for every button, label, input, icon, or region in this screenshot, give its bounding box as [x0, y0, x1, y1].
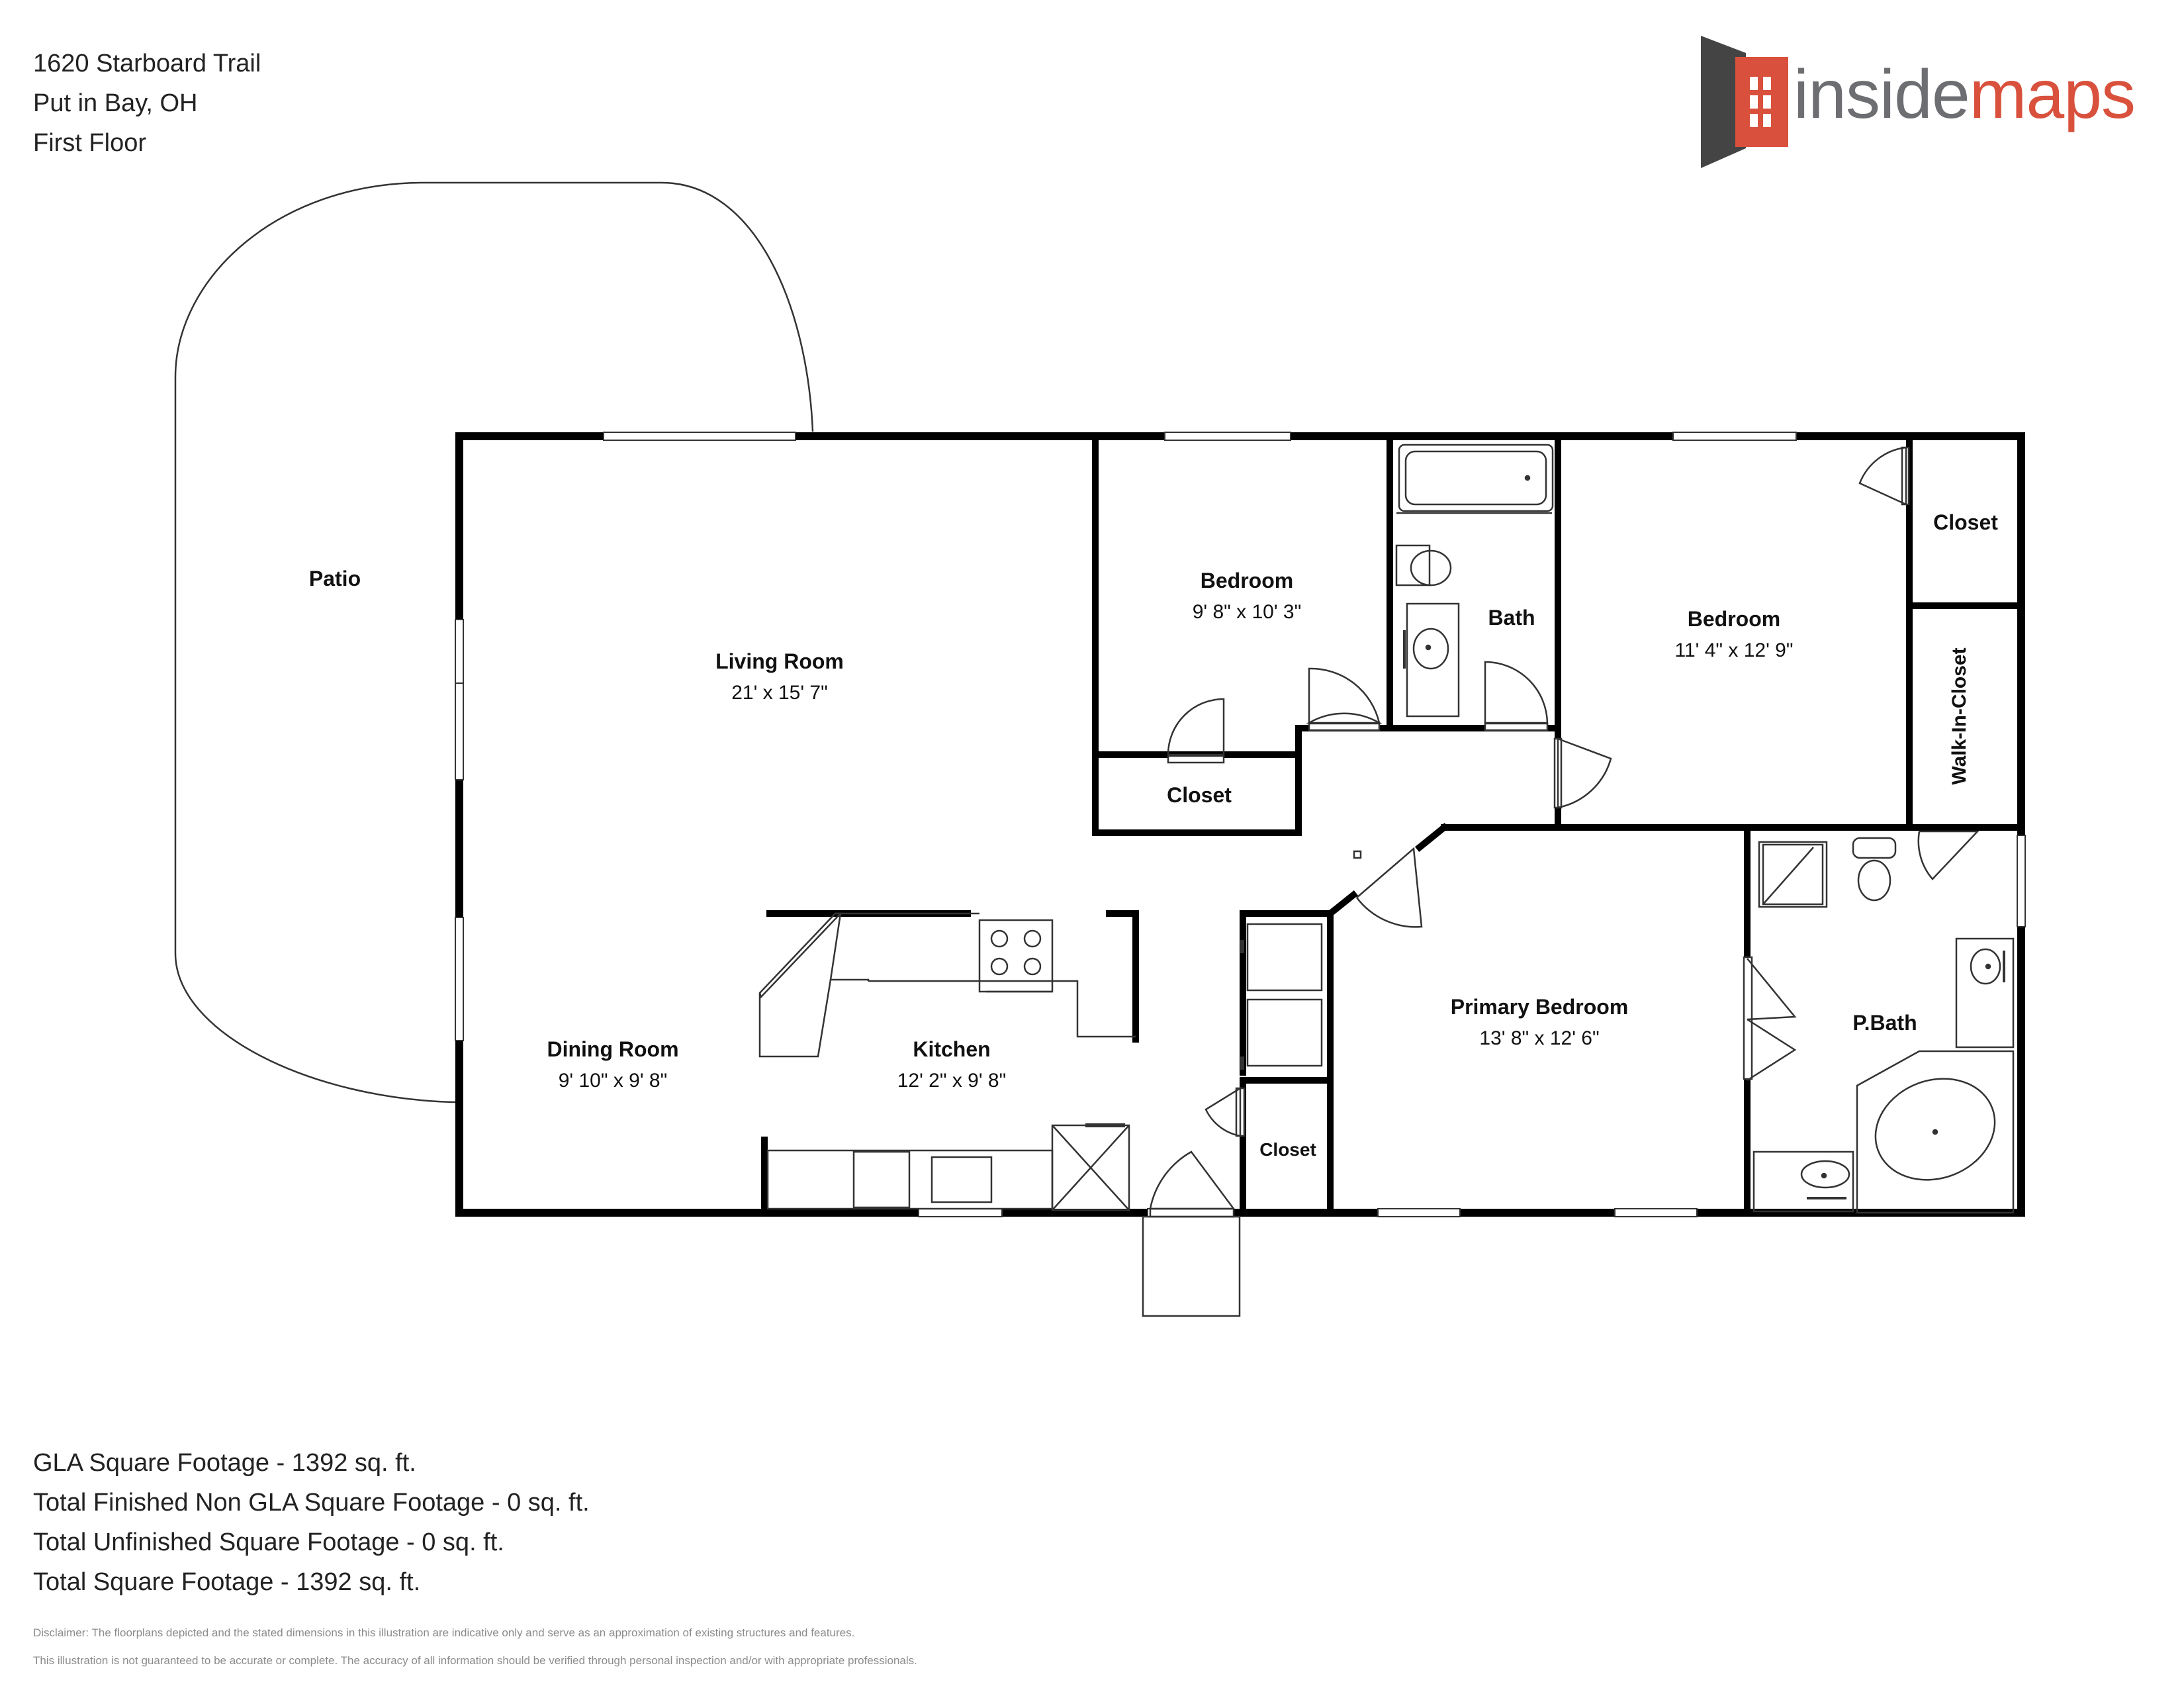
- door-icon: [1701, 36, 1788, 168]
- room-label-primary-bedroom: Primary Bedroom: [1451, 995, 1629, 1019]
- unfinished-footage: Total Unfinished Square Footage - 0 sq. …: [33, 1528, 504, 1556]
- room-label-closet-1: Closet: [1167, 783, 1232, 807]
- room-label-pbath: P.Bath: [1852, 1011, 1917, 1035]
- wall-openings: [455, 432, 2026, 1217]
- entry-stoop: [1142, 1215, 1241, 1317]
- interior-walls: [761, 433, 2025, 1216]
- room-label-walk-in-closet: Walk-In-Closet: [1948, 647, 1970, 784]
- room-label-dining-room: Dining Room: [547, 1037, 678, 1061]
- room-dims-living-room: 21' x 15' 7": [731, 682, 828, 704]
- laundry-units: [1240, 923, 1323, 1070]
- disclaimer-line-2: This illustration is not guaranteed to b…: [33, 1654, 917, 1667]
- floor-label: First Floor: [33, 129, 146, 157]
- room-dims-bedroom-2: 11' 4" x 12' 9": [1675, 639, 1794, 661]
- room-label-closet-3: Closet: [1259, 1139, 1316, 1160]
- address-line-2: Put in Bay, OH: [33, 89, 198, 117]
- gla-footage: GLA Square Footage - 1392 sq. ft.: [33, 1449, 416, 1477]
- room-label-living-room: Living Room: [715, 649, 844, 673]
- room-label-closet-2: Closet: [1933, 510, 1998, 534]
- logo-text-maps: maps: [1969, 56, 2136, 133]
- square-footage-summary: GLA Square Footage - 1392 sq. ft. Total …: [33, 1443, 590, 1602]
- room-label-kitchen: Kitchen: [913, 1037, 990, 1061]
- disclaimer-line-1: Disclaimer: The floorplans depicted and …: [33, 1626, 855, 1639]
- non-gla-footage: Total Finished Non GLA Square Footage - …: [33, 1489, 590, 1517]
- doors: [1149, 446, 1979, 1218]
- kitchen-counters: [758, 912, 1136, 1211]
- property-header: 1620 Starboard Trail Put in Bay, OH Firs…: [33, 44, 261, 163]
- room-dims-dining-room: 9' 10" x 9' 8": [559, 1070, 668, 1092]
- room-dims-kitchen: 12' 2" x 9' 8": [897, 1070, 1007, 1092]
- room-label-bedroom-1: Bedroom: [1201, 569, 1293, 592]
- room-label-bath: Bath: [1488, 606, 1535, 630]
- total-footage: Total Square Footage - 1392 sq. ft.: [33, 1568, 421, 1596]
- room-dims-bedroom-1: 9' 8" x 10' 3": [1193, 601, 1302, 623]
- room-label-patio: Patio: [309, 567, 361, 590]
- logo-text-inside: inside: [1794, 56, 1970, 133]
- insidemaps-logo: insidemaps: [1794, 56, 2136, 133]
- address-line-1: 1620 Starboard Trail: [33, 50, 261, 77]
- bath-fixtures: [1395, 444, 2015, 1214]
- disclaimer: Disclaimer: The floorplans depicted and …: [33, 1619, 917, 1675]
- room-label-bedroom-2: Bedroom: [1688, 607, 1780, 631]
- patio-outline: [174, 181, 814, 1103]
- room-dims-primary-bedroom: 13' 8" x 12' 6": [1479, 1027, 1599, 1049]
